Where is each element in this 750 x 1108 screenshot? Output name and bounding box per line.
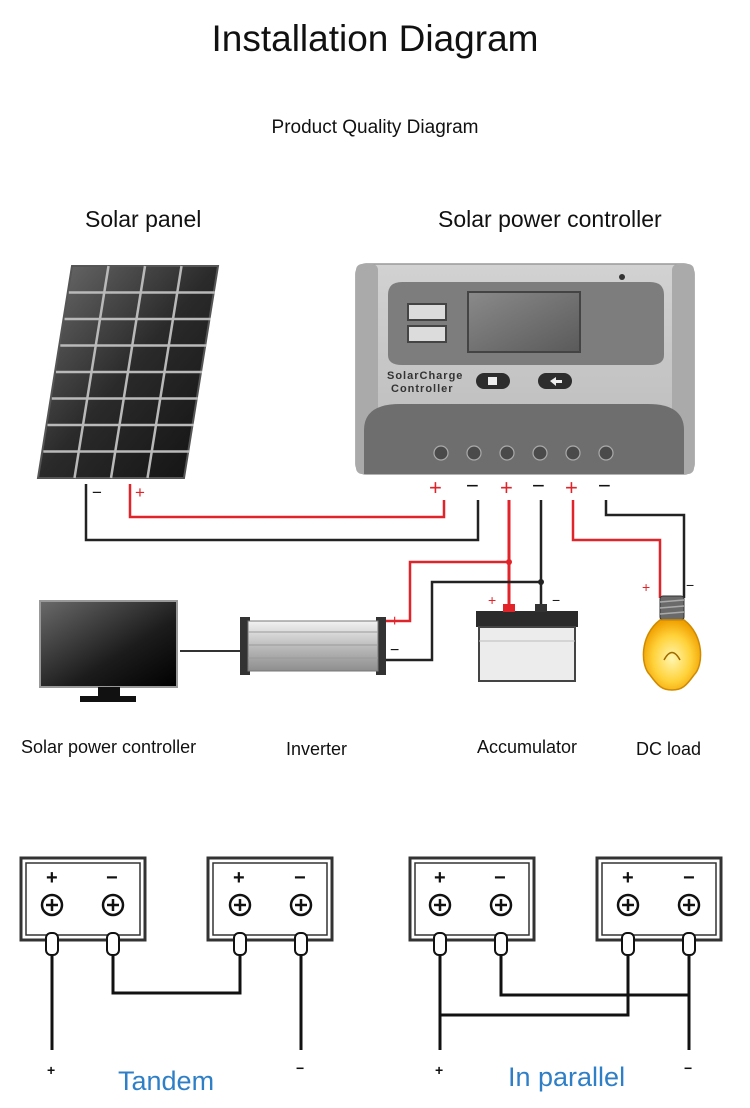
tandem-b1-plus: +	[46, 867, 58, 889]
accumulator-label: Accumulator	[477, 737, 578, 757]
inverter-plus: +	[390, 613, 399, 630]
panel-minus-sign: −	[92, 483, 102, 502]
tandem-b2-plus: +	[233, 867, 245, 889]
page-title: Installation Diagram	[211, 18, 539, 59]
ctrl-load-minus: −	[598, 473, 611, 498]
parallel-out-minus: −	[684, 1060, 692, 1076]
tandem-out-minus: −	[296, 1060, 304, 1076]
parallel-out-plus: +	[435, 1062, 443, 1078]
tandem-connection-diagram: + − + − + −	[19, 856, 334, 1078]
controller-face-line1: SolarCharge	[387, 370, 463, 382]
tandem-out-plus: +	[47, 1062, 55, 1078]
inverter-minus: −	[390, 642, 399, 659]
ctrl-load-plus: +	[565, 475, 578, 500]
load-minus: −	[686, 577, 694, 593]
monitor-label: Solar power controller	[21, 737, 197, 757]
ctrl-panel-minus: −	[466, 473, 479, 498]
accumulator-plus: +	[488, 592, 496, 608]
controller-terminal-signs: + − + − + −	[429, 473, 611, 500]
parallel-b2-minus: −	[683, 867, 695, 889]
tandem-b2-minus: −	[294, 867, 306, 889]
tandem-b1-minus: −	[106, 867, 118, 889]
ctrl-panel-plus: +	[429, 475, 442, 500]
accumulator: + −	[476, 592, 578, 682]
ctrl-battery-minus: −	[532, 473, 545, 498]
main-wiring	[84, 484, 686, 662]
solar-panel: − +	[36, 265, 220, 502]
inverter-label: Inverter	[286, 739, 348, 759]
controller-face-line2: Controller	[391, 383, 454, 395]
dc-load-label: DC load	[636, 739, 702, 759]
usb-port-2	[407, 325, 447, 343]
monitor	[39, 600, 178, 702]
parallel-label: In parallel	[508, 1062, 626, 1092]
page-subtitle: Product Quality Diagram	[271, 117, 479, 138]
tandem-label: Tandem	[118, 1066, 215, 1096]
accumulator-minus: −	[552, 592, 560, 608]
parallel-b1-plus: +	[434, 867, 446, 889]
usb-port-1	[407, 303, 447, 321]
parallel-b2-plus: +	[622, 867, 634, 889]
ctrl-battery-plus: +	[500, 475, 513, 500]
inverter: + −	[240, 613, 399, 675]
parallel-connection-diagram: + − + − + −	[408, 856, 723, 1078]
charge-controller: SolarCharge Controller	[355, 263, 695, 475]
controller-label: Solar power controller	[438, 206, 662, 232]
panel-plus-sign: +	[135, 483, 145, 502]
solar-panel-label: Solar panel	[85, 206, 202, 232]
load-plus: +	[642, 579, 650, 595]
dc-load-bulb: + −	[642, 577, 702, 691]
parallel-b1-minus: −	[494, 867, 506, 889]
